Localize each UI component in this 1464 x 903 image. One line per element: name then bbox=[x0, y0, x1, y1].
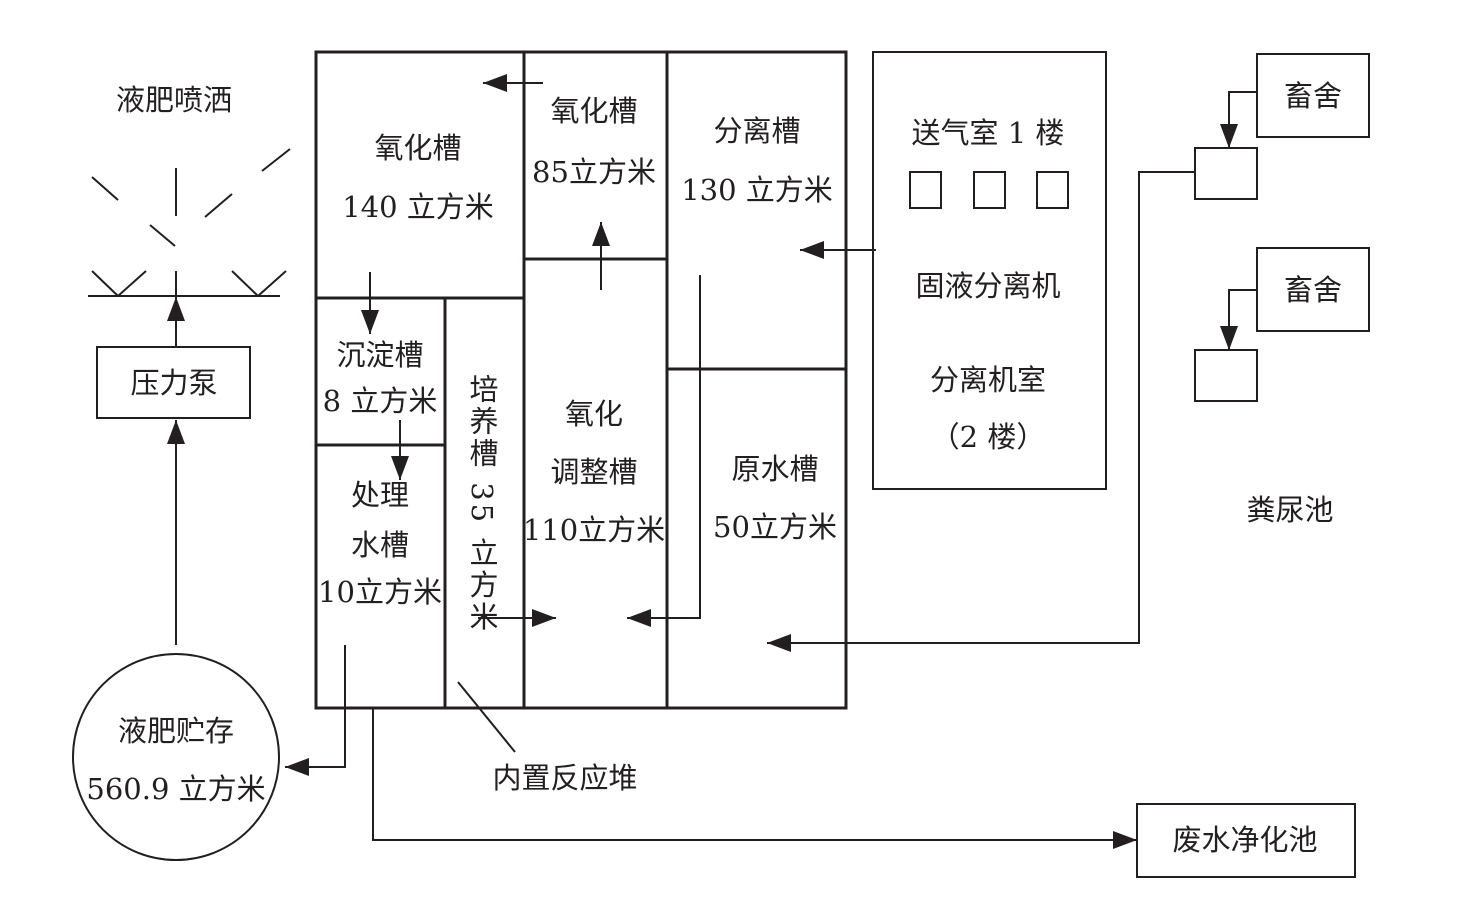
arrow-treated-to-storage bbox=[285, 645, 346, 776]
culture-tank-label: 培养槽 35 立方米 bbox=[465, 374, 499, 634]
oxidation-tank-1-volume: 140 立方米 bbox=[342, 190, 494, 224]
main-building bbox=[314, 50, 848, 710]
separation-tank-name: 分离槽 bbox=[713, 114, 800, 148]
treated-water-tank-volume: 10立方米 bbox=[318, 575, 442, 609]
storage-volume: 560.9 立方米 bbox=[86, 772, 265, 806]
machine-room-box bbox=[872, 51, 1107, 490]
treated-water-tank-name-1: 处理 bbox=[351, 478, 409, 512]
spray-label: 液肥喷洒 bbox=[116, 83, 232, 117]
blower-square-2 bbox=[973, 171, 1006, 209]
adjust-tank-name-2: 调整槽 bbox=[550, 455, 637, 489]
blower-square-1 bbox=[909, 171, 942, 209]
sedimentation-tank-name: 沉淀槽 bbox=[336, 338, 423, 372]
treated-water-tank-name-2: 水槽 bbox=[351, 528, 409, 562]
machine-room-floor1: 送气室 1 楼 bbox=[912, 116, 1065, 150]
pump-box bbox=[96, 346, 251, 419]
arrow-separation-to-adjust bbox=[627, 275, 701, 627]
oxidation-tank-2-volume: 85立方米 bbox=[532, 155, 656, 189]
arrow-barn2-to-pit bbox=[1220, 289, 1257, 350]
separation-tank-volume: 130 立方米 bbox=[681, 173, 833, 207]
machine-room-floor2: （2 楼） bbox=[931, 420, 1046, 454]
arrow-pit-to-raw-water bbox=[767, 171, 1195, 652]
reactor-label: 内置反应堆 bbox=[492, 761, 637, 795]
spray-icon bbox=[88, 148, 291, 297]
wastewater-box bbox=[1136, 803, 1356, 878]
blower-square-3 bbox=[1036, 171, 1069, 209]
arrow-barn1-to-pit bbox=[1220, 91, 1257, 148]
barn-label-2: 畜舍 bbox=[1284, 273, 1342, 307]
machine-room-label: 分离机室 bbox=[930, 363, 1046, 397]
oxidation-tank-2-name: 氧化槽 bbox=[550, 94, 637, 128]
barn-box-1 bbox=[1256, 53, 1370, 138]
storage-circle bbox=[72, 653, 280, 861]
wastewater-label: 废水净化池 bbox=[1172, 823, 1317, 857]
separator-label: 固液分离机 bbox=[915, 269, 1060, 303]
storage-name: 液肥贮存 bbox=[118, 714, 234, 748]
reactor-pointer-line bbox=[457, 681, 516, 753]
manure-pit-label: 粪尿池 bbox=[1246, 493, 1333, 527]
adjust-tank-name-1: 氧化 bbox=[565, 397, 623, 431]
arrow-to-wastewater bbox=[372, 708, 1137, 849]
tank-dividers bbox=[316, 52, 846, 708]
sedimentation-tank-volume: 8 立方米 bbox=[323, 384, 438, 418]
raw-water-tank-volume: 50立方米 bbox=[713, 510, 837, 544]
oxidation-tank-1-name: 氧化槽 bbox=[374, 131, 461, 165]
raw-water-tank-name: 原水槽 bbox=[731, 452, 818, 486]
manure-pit-box-2 bbox=[1194, 349, 1258, 402]
barn-label-1: 畜舍 bbox=[1284, 79, 1342, 113]
manure-pit-box-1 bbox=[1194, 147, 1258, 200]
pump-label: 压力泵 bbox=[130, 366, 217, 400]
adjust-tank-volume: 110立方米 bbox=[523, 513, 665, 547]
